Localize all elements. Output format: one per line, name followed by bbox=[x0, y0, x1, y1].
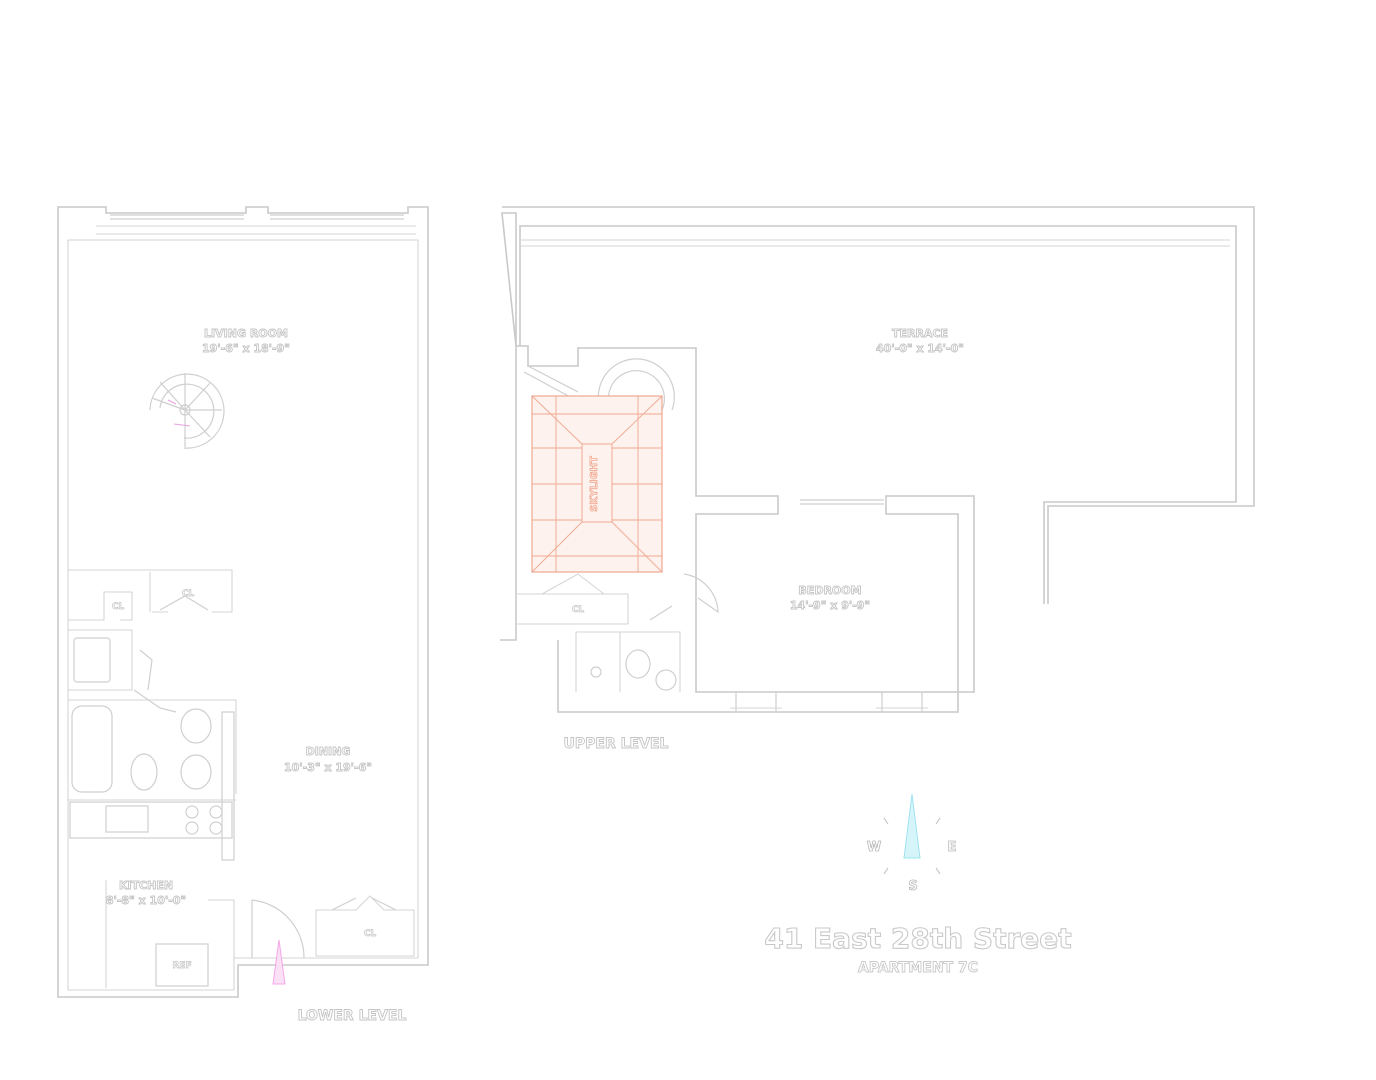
closet-label-3: CL bbox=[364, 929, 377, 939]
bathtub bbox=[71, 705, 113, 793]
bedroom-window-2 bbox=[881, 691, 923, 713]
upper-level-plan: SKYLIGHT bbox=[500, 206, 1255, 713]
stair-door bbox=[523, 365, 579, 399]
living-room-dims: 19'-6" x 18'-9" bbox=[202, 342, 290, 355]
washer bbox=[180, 708, 212, 744]
compass-south: S bbox=[908, 879, 917, 894]
ref-label: REF bbox=[172, 961, 191, 971]
dining-dims: 10'-3" x 19'-6" bbox=[284, 761, 372, 774]
kitchen-sink bbox=[105, 805, 149, 833]
bath-door bbox=[133, 649, 177, 713]
sliding-door bbox=[800, 499, 884, 505]
bedroom-door bbox=[649, 573, 719, 621]
compass-needle bbox=[903, 793, 921, 859]
lower-level-label: LOWER LEVEL bbox=[298, 1008, 407, 1024]
dining-partition bbox=[221, 711, 235, 861]
refrigerator bbox=[155, 943, 209, 987]
compass-east: E bbox=[948, 840, 957, 855]
front-wall-line bbox=[96, 225, 416, 235]
spiral-stair-lower bbox=[149, 373, 225, 449]
skylight-label: SKYLIGHT bbox=[589, 456, 600, 512]
bedroom-dims: 14'-9" x 9'-9" bbox=[790, 599, 870, 612]
kitchen-name: KITCHEN bbox=[119, 879, 173, 892]
upper-outer-wall bbox=[500, 345, 975, 713]
window-1 bbox=[110, 214, 244, 220]
upper-level-label: UPPER LEVEL bbox=[564, 736, 669, 752]
bedroom-name: BEDROOM bbox=[798, 584, 861, 597]
upper-closet bbox=[516, 573, 629, 625]
living-room-name: LIVING ROOM bbox=[204, 327, 288, 340]
stove bbox=[185, 805, 223, 835]
entry-door bbox=[251, 899, 305, 959]
upper-toilet bbox=[625, 649, 651, 679]
dryer bbox=[180, 754, 212, 790]
sink bbox=[73, 637, 111, 683]
window-2 bbox=[270, 214, 404, 220]
upper-closet-label: CL bbox=[572, 605, 585, 615]
closet-label-1: CL bbox=[182, 589, 195, 599]
shower-drain bbox=[590, 666, 602, 678]
address-unit: APARTMENT 7C bbox=[858, 960, 978, 976]
terrace-rail bbox=[520, 239, 1230, 247]
upper-sink bbox=[655, 669, 677, 691]
bedroom-window-1 bbox=[735, 691, 777, 713]
terrace-dims: 40'-0" x 14'-0" bbox=[876, 342, 964, 355]
entry-arrow bbox=[272, 939, 286, 985]
terrace-name: TERRACE bbox=[892, 327, 948, 340]
address-street: 41 East 28th Street bbox=[764, 922, 1071, 955]
bath-walls bbox=[68, 629, 237, 801]
front-closet bbox=[315, 895, 415, 957]
compass: W E S bbox=[866, 793, 957, 894]
closet-walls bbox=[68, 569, 233, 621]
closet-label-2: CL bbox=[112, 602, 125, 612]
toilet bbox=[130, 753, 158, 791]
kitchen-counter bbox=[69, 801, 233, 839]
compass-west: W bbox=[867, 840, 881, 855]
skylight: SKYLIGHT bbox=[531, 395, 663, 573]
lower-level-plan bbox=[57, 206, 429, 998]
upper-bath-walls bbox=[575, 631, 681, 692]
kitchen-wall bbox=[105, 880, 235, 988]
closet-door-lower bbox=[159, 595, 209, 611]
kitchen-dims: 8'-8" x 10'-0" bbox=[106, 894, 186, 907]
dining-name: DINING bbox=[306, 745, 351, 758]
lower-outer-wall bbox=[57, 206, 429, 998]
